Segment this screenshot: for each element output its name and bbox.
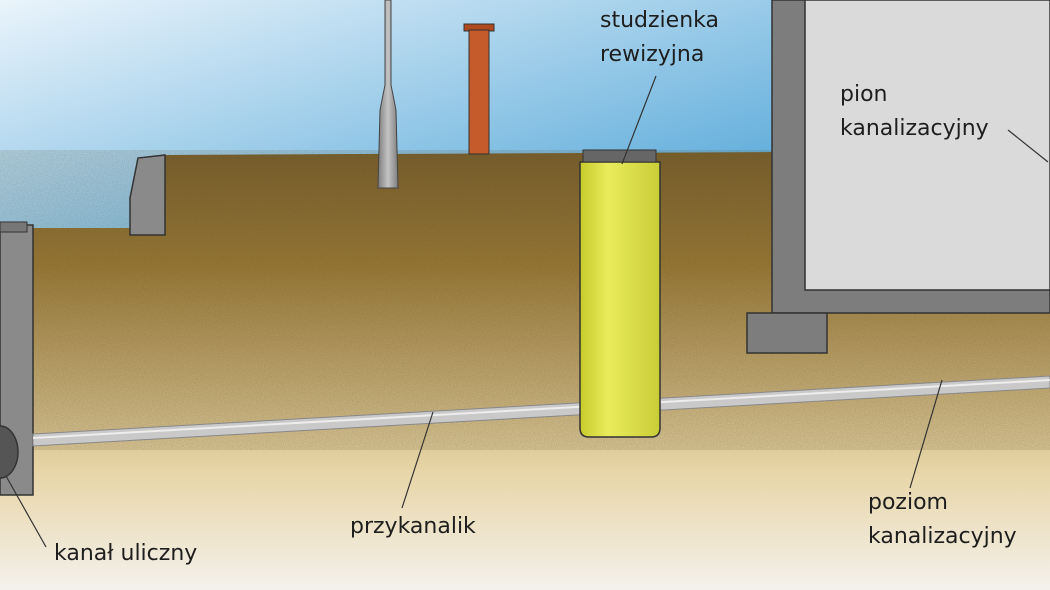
street-sewer-label: kanał uliczny [54, 541, 198, 566]
building-interior [804, 0, 1050, 291]
soil-stack-label: pion kanalizacyjny [840, 82, 989, 141]
vent-pipe [468, 29, 490, 155]
street-curb [129, 154, 166, 236]
inspection-chamber-pointer [621, 75, 657, 165]
inspection-chamber-lid [582, 149, 657, 163]
house-connection-pointer [401, 411, 434, 509]
inspection-chamber [579, 161, 661, 438]
horizontal-drain-pointer [909, 379, 943, 489]
inspection-chamber-label: studzienka rewizyjna [600, 8, 719, 67]
street-sewer-top [0, 221, 28, 233]
building-footing [746, 312, 828, 354]
lamp-pole [377, 0, 399, 189]
horizontal-drain-label: poziom kanalizacyjny [868, 490, 1017, 549]
house-connection-label: przykanalik [350, 514, 476, 539]
soil-stack-pointer [1007, 129, 1049, 163]
street-sewer-opening [0, 425, 19, 479]
street-sewer-pointer [5, 475, 47, 548]
